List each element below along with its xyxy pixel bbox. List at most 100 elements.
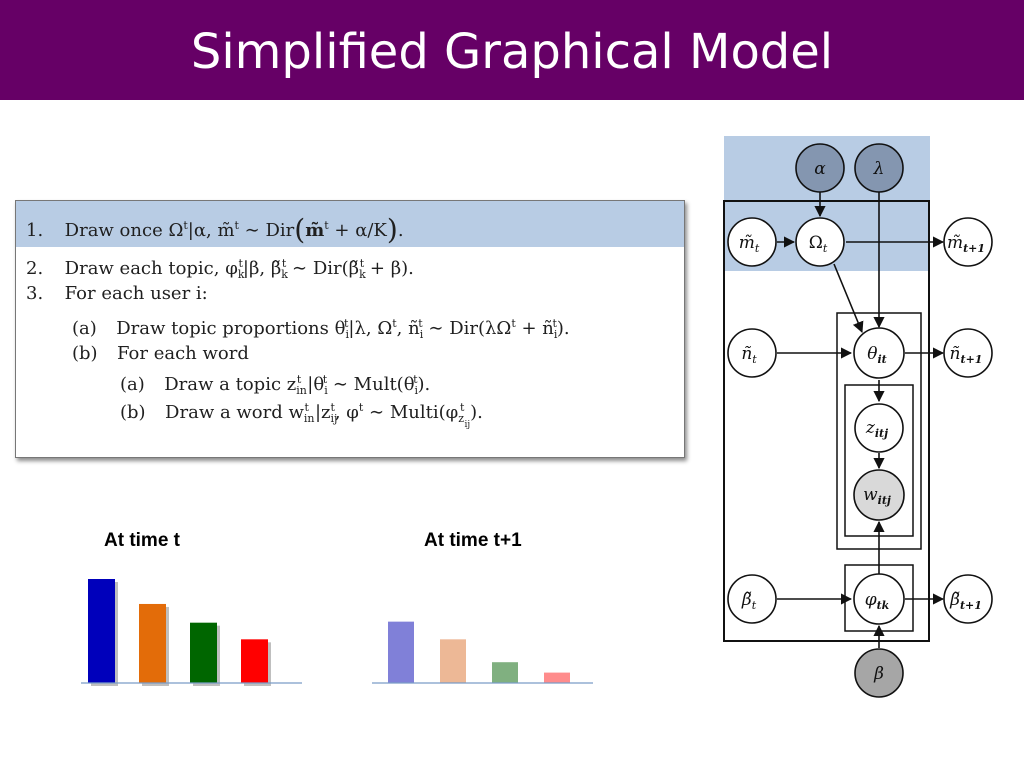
- edge-omega-theta: [833, 263, 864, 334]
- step-3b-number: (b): [72, 343, 98, 364]
- step-3a-tail2: , ñ: [396, 318, 420, 339]
- step-1-text: Draw once Ω: [64, 220, 184, 241]
- node-n-t: ñt: [727, 328, 777, 378]
- step-1-number: 1.: [26, 220, 44, 241]
- node-w-observed: witj: [853, 469, 905, 521]
- step-2-tail2: ∼ Dir(β̃: [286, 258, 360, 279]
- node-omega-sub: t: [823, 242, 828, 255]
- step-2-text: Draw each topic, φ: [64, 258, 238, 279]
- node-n-t1-sub: t+1: [961, 353, 983, 366]
- step-3a-tail5: ).: [556, 318, 570, 339]
- step-3: 3. For each user i:: [26, 283, 208, 304]
- outer-time-plate: [723, 200, 930, 642]
- step-3a-tail4: + ñ: [515, 318, 554, 339]
- node-omega-label: Ωt: [809, 233, 828, 255]
- node-z-sym: z: [865, 418, 876, 438]
- step-3b-a: (a) Draw a topic zint|θit ∼ Mult(θit).: [120, 373, 431, 397]
- generative-process-box: 1. Draw once Ωt|α, m̃t ∼ Dir(m̃t + α/K).…: [15, 200, 685, 458]
- node-n-t1: ñt+1: [943, 328, 993, 378]
- bar-4: [544, 672, 570, 683]
- step-3a-tail: |λ, Ω: [348, 318, 393, 339]
- node-beta-t1-sym: β̃: [949, 590, 960, 610]
- step-3b-b-tail4: ).: [470, 402, 483, 423]
- step-3b-a-number: (a): [120, 374, 145, 395]
- slide-title: Simplified Graphical Model: [190, 24, 834, 80]
- bar-1: [388, 621, 414, 683]
- node-n-t-sym: ñ: [741, 344, 752, 364]
- step-3b-b-text: Draw a word w: [165, 402, 304, 423]
- node-n-t-sub: t: [752, 353, 757, 366]
- step-3-number: 3.: [26, 283, 44, 304]
- node-m-t1-sub: t+1: [963, 242, 985, 255]
- step-3b-a-tail2: ∼ Mult(θ: [327, 374, 415, 395]
- node-z-label: zitj: [865, 418, 888, 440]
- node-m-t-sym: m̃: [739, 233, 755, 253]
- node-lambda: λ: [854, 143, 904, 193]
- node-beta-t1-sub: t+1: [960, 599, 982, 612]
- node-theta-sub: it: [877, 353, 886, 366]
- node-m-t1-sym: m̃: [947, 233, 963, 253]
- step-3b-b-tail3: ∼ Multi(φ: [363, 402, 459, 423]
- chart-title-time-t: At time t: [104, 530, 180, 551]
- node-beta-t-sub: t: [752, 599, 757, 612]
- step-3a-tail3: ∼ Dir(λΩ: [422, 318, 512, 339]
- step-1-tail3: m̃: [305, 220, 325, 241]
- bar-3: [492, 662, 518, 683]
- node-phi-label: φtk: [865, 590, 890, 612]
- step-3b-a-tail: |θ: [307, 374, 325, 395]
- node-theta-sym: θ: [867, 344, 877, 364]
- node-phi-sym: φ: [865, 590, 877, 610]
- step-3b-text: For each word: [117, 343, 249, 364]
- node-beta-t1: β̃t+1: [943, 574, 993, 624]
- step-3a-text: Draw topic proportions θ: [116, 318, 346, 339]
- step-1: 1. Draw once Ωt|α, m̃t ∼ Dir(m̃t + α/K).: [26, 213, 404, 246]
- node-phi: φtk: [853, 573, 905, 625]
- node-beta-t1-label: β̃t+1: [949, 590, 982, 612]
- node-n-t1-sym: ñ: [950, 344, 961, 364]
- bar-chart-time-t1: [372, 621, 593, 684]
- step-3a: (a) Draw topic proportions θit|λ, Ωt, ñi…: [72, 317, 570, 341]
- step-1-tail4: + α/K: [328, 220, 387, 241]
- node-m-t1-label: m̃t+1: [947, 233, 985, 255]
- chart-title-time-t1: At time t+1: [424, 530, 522, 551]
- step-3b: (b) For each word: [72, 343, 249, 364]
- node-omega: Ωt: [795, 217, 845, 267]
- node-n-t-label: ñt: [741, 344, 757, 366]
- step-3b-b-tail: |z: [314, 402, 331, 423]
- node-theta: θit: [853, 327, 905, 379]
- step-1-tail2: ∼ Dir: [238, 220, 295, 241]
- node-w-label: witj: [863, 485, 891, 507]
- step-2-number: 2.: [26, 258, 44, 279]
- node-z-sub: itj: [875, 427, 888, 440]
- step-1-tail: |α, m̃: [187, 220, 235, 241]
- bar-2: [440, 639, 466, 683]
- node-beta-t-label: β̃t: [741, 590, 757, 612]
- bar-4: [241, 639, 268, 683]
- node-omega-sym: Ω: [809, 233, 823, 253]
- node-beta-t: β̃t: [727, 574, 777, 624]
- step1-highlight-band: [16, 201, 684, 247]
- step-2: 2. Draw each topic, φkt|β, β̃kt ∼ Dir(β̃…: [26, 257, 414, 281]
- node-m-t-label: m̃t: [739, 233, 760, 255]
- step-3b-a-tail3: ).: [417, 374, 431, 395]
- node-m-t: m̃t: [727, 217, 777, 267]
- step-3b-b: (b) Draw a word wint|zijt, φt ∼ Multi(φz…: [120, 401, 483, 430]
- step-3a-number: (a): [72, 318, 97, 339]
- step-3b-a-text: Draw a topic z: [164, 374, 297, 395]
- title-bar: [0, 0, 1024, 100]
- node-lambda-label: λ: [873, 159, 885, 179]
- step-3-text: For each user i:: [64, 283, 208, 304]
- node-alpha: α: [795, 143, 845, 193]
- node-m-t-sub: t: [755, 242, 760, 255]
- bar-1: [88, 579, 115, 683]
- step-2-tail: |β, β̃: [242, 258, 282, 279]
- node-theta-label: θit: [867, 344, 887, 366]
- step-3b-b-tail2: , φ: [334, 402, 359, 423]
- bar-chart-time-t: [81, 579, 302, 686]
- node-m-t1: m̃t+1: [943, 217, 993, 267]
- node-w-sym: w: [863, 485, 878, 505]
- step-3b-b-number: (b): [120, 402, 146, 423]
- node-beta-t-sym: β̃: [741, 590, 752, 610]
